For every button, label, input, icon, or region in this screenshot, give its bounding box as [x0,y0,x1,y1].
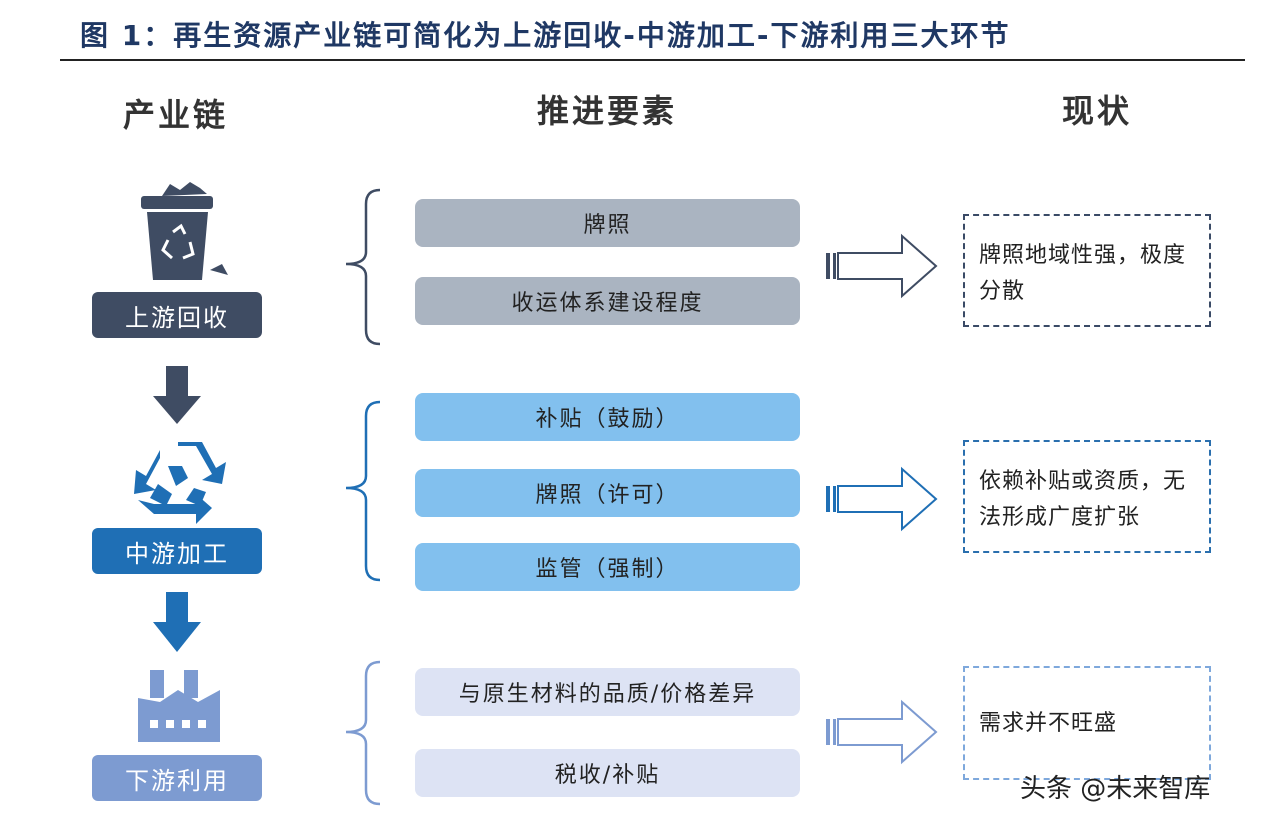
status-upstream: 牌照地域性强，极度分散 [963,214,1211,327]
watermark: 头条 @未来智库 [1020,774,1211,804]
stage-label-midstream: 中游加工 [92,528,262,574]
driver-midstream-regulation: 监管（强制） [415,543,800,591]
driver-upstream-license: 牌照 [415,199,800,247]
bracket-upstream [345,188,381,346]
header-drivers: 推进要素 [537,92,678,130]
stage-label-downstream: 下游利用 [92,755,262,801]
header-status: 现状 [1062,92,1133,130]
title-divider [60,59,1245,61]
driver-downstream-tax-subsidy: 税收/补贴 [415,749,800,797]
recycle-bin-icon [141,182,228,280]
driver-downstream-quality-price: 与原生材料的品质/价格差异 [415,668,800,716]
driver-upstream-collection-system: 收运体系建设程度 [415,277,800,325]
factory-icon [138,670,220,742]
status-downstream: 需求并不旺盛 [963,666,1211,780]
driver-midstream-subsidy: 补贴（鼓励） [415,393,800,441]
bracket-downstream [345,660,381,806]
result-arrow-1 [826,233,938,299]
figure-title: 图 1：再生资源产业链可简化为上游回收-中游加工-下游利用三大环节 [80,19,1011,52]
stage-label-upstream: 上游回收 [92,292,262,338]
bracket-midstream [345,400,381,582]
driver-midstream-license: 牌照（许可） [415,469,800,517]
status-midstream: 依赖补贴或资质，无法形成广度扩张 [963,440,1211,553]
flow-arrow-2 [153,592,201,652]
result-arrow-2 [826,466,938,532]
result-arrow-3 [826,699,938,765]
header-chain: 产业链 [123,96,229,134]
recycle-arrows-icon [134,442,226,524]
flow-arrow-1 [153,366,201,424]
